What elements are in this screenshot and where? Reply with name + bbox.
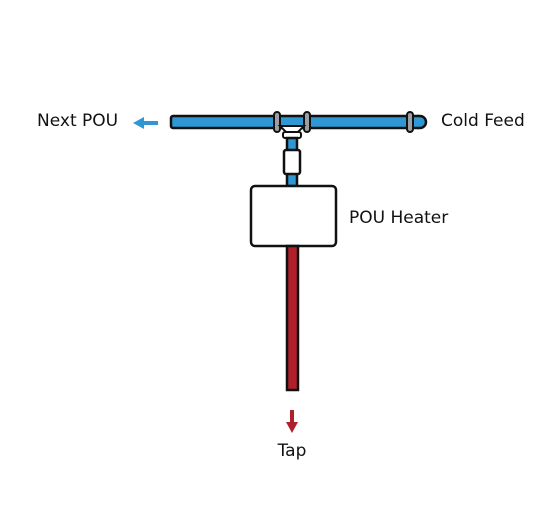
arrow-down-icon bbox=[286, 410, 298, 433]
tee-fitting bbox=[277, 125, 307, 139]
arrow-left-icon bbox=[133, 117, 158, 129]
hot-outlet-pipe bbox=[285, 244, 300, 392]
pipe-coupling-end bbox=[406, 111, 414, 133]
cold-feed-label: Cold Feed bbox=[441, 111, 525, 131]
pou-heater-label: POU Heater bbox=[349, 208, 448, 228]
pou-heater-box bbox=[249, 184, 338, 248]
next-pou-label: Next POU bbox=[37, 111, 118, 131]
pipe-coupling-right bbox=[303, 111, 311, 133]
pipe-coupling-left bbox=[273, 111, 281, 133]
tap-label: Tap bbox=[277, 441, 307, 461]
cold-feed-pipe bbox=[169, 114, 428, 130]
branch-valve bbox=[282, 148, 302, 176]
